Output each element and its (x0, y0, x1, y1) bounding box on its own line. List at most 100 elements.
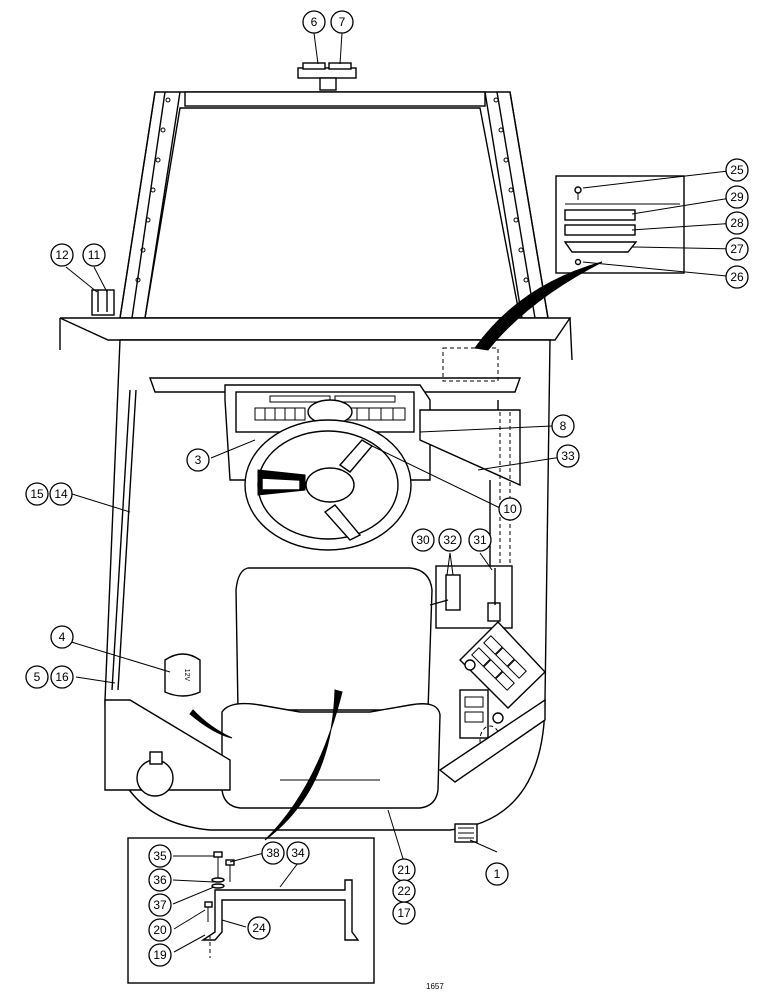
callout-26: 26 (725, 265, 749, 289)
callout-34: 34 (286, 841, 310, 865)
callout-circle (50, 665, 74, 689)
callout-circle (261, 841, 285, 865)
callout-number: 20 (153, 923, 167, 937)
callout-circle (25, 482, 49, 506)
callout-circle (50, 243, 74, 267)
callout-circle (725, 185, 749, 209)
callout-circle (286, 841, 310, 865)
callout-number: 19 (153, 948, 167, 962)
callout-number: 14 (54, 487, 68, 501)
callout-38: 38 (261, 841, 285, 865)
inset-leaders (189, 261, 603, 841)
callout-37: 37 (148, 893, 172, 917)
callout-circle (148, 868, 172, 892)
callout-31: 31 (468, 528, 492, 552)
rops-frame (119, 91, 549, 319)
callout-circle (330, 10, 354, 34)
callout-number: 3 (195, 453, 202, 467)
mirror-bracket (91, 289, 115, 316)
callout-35: 35 (148, 844, 172, 868)
callout-number: 6 (311, 15, 318, 29)
callout-leaders (65, 32, 738, 953)
callout-14: 14 (49, 482, 73, 506)
callout-number: 10 (503, 502, 517, 516)
callout-group: 1 34 5 6 7 8 10 11 12 14 15 16 17 19 20 21 22 24 25 26 27 28 2… (25, 10, 749, 967)
callout-number: 5 (34, 670, 41, 684)
decal-label: 12V (183, 669, 190, 682)
callout-15: 15 (25, 482, 49, 506)
callout-circle (556, 444, 580, 468)
callout-number: 28 (730, 216, 744, 230)
callout-number: 24 (252, 921, 266, 935)
callout-25: 25 (725, 158, 749, 182)
callout-circle (468, 528, 492, 552)
power-outlet-decal: 12V (164, 653, 201, 697)
callout-number: 7 (339, 15, 346, 29)
callout-number: 33 (561, 449, 575, 463)
callout-number: 16 (55, 670, 69, 684)
callout-3: 3 (186, 448, 210, 472)
callout-24: 24 (247, 916, 271, 940)
callout-circle (725, 158, 749, 182)
callout-8: 8 (551, 414, 575, 438)
callout-30: 30 (411, 528, 435, 552)
callout-number: 29 (730, 190, 744, 204)
callout-10: 10 (498, 497, 522, 521)
callout-number: 11 (88, 248, 101, 262)
callout-circle (485, 862, 509, 886)
callout-22: 22 (392, 879, 416, 903)
decal-location (442, 347, 499, 382)
callout-circle (186, 448, 210, 472)
callout-number: 17 (397, 906, 411, 920)
callout-number: 30 (416, 533, 430, 547)
callout-36: 36 (148, 868, 172, 892)
callout-circle (725, 237, 749, 261)
callout-5: 5 (25, 665, 49, 689)
callout-6: 6 (302, 10, 326, 34)
beacon-light (297, 62, 357, 91)
callout-circle (725, 265, 749, 289)
callout-29: 29 (725, 185, 749, 209)
callout-number: 31 (473, 533, 487, 547)
callout-number: 35 (153, 849, 167, 863)
callout-circle (50, 625, 74, 649)
callout-circle (247, 916, 271, 940)
callout-7: 7 (330, 10, 354, 34)
floor-details (104, 699, 478, 843)
callout-number: 25 (730, 163, 744, 177)
callout-21: 21 (392, 858, 416, 882)
callout-1: 1 (485, 862, 509, 886)
callout-20: 20 (148, 918, 172, 942)
callout-number: 12 (55, 248, 69, 262)
callout-circle (551, 414, 575, 438)
callout-number: 37 (153, 898, 167, 912)
callout-number: 32 (443, 533, 457, 547)
callout-circle (148, 893, 172, 917)
callout-19: 19 (148, 943, 172, 967)
callout-12: 12 (50, 243, 74, 267)
callout-circle (392, 879, 416, 903)
callout-11: 11 (82, 243, 106, 267)
callout-circle (148, 844, 172, 868)
callout-17: 17 (392, 901, 416, 925)
callout-28: 28 (725, 211, 749, 235)
callout-number: 38 (266, 846, 280, 860)
fender-shelf (59, 317, 573, 361)
inset-top-right (555, 175, 685, 274)
callout-circle (82, 243, 106, 267)
callout-number: 36 (153, 873, 167, 887)
figure-id: 1657 (426, 982, 444, 991)
callout-circle (438, 528, 462, 552)
callout-circle (302, 10, 326, 34)
callout-number: 21 (397, 863, 411, 877)
callout-number: 22 (397, 884, 411, 898)
callout-circle (725, 211, 749, 235)
callout-number: 1 (494, 867, 501, 881)
callout-number: 27 (730, 242, 744, 256)
steering-wheel (244, 419, 412, 551)
callout-number: 26 (730, 270, 744, 284)
controls-area (429, 565, 546, 783)
operator-seat (221, 567, 441, 809)
callout-circle (25, 665, 49, 689)
